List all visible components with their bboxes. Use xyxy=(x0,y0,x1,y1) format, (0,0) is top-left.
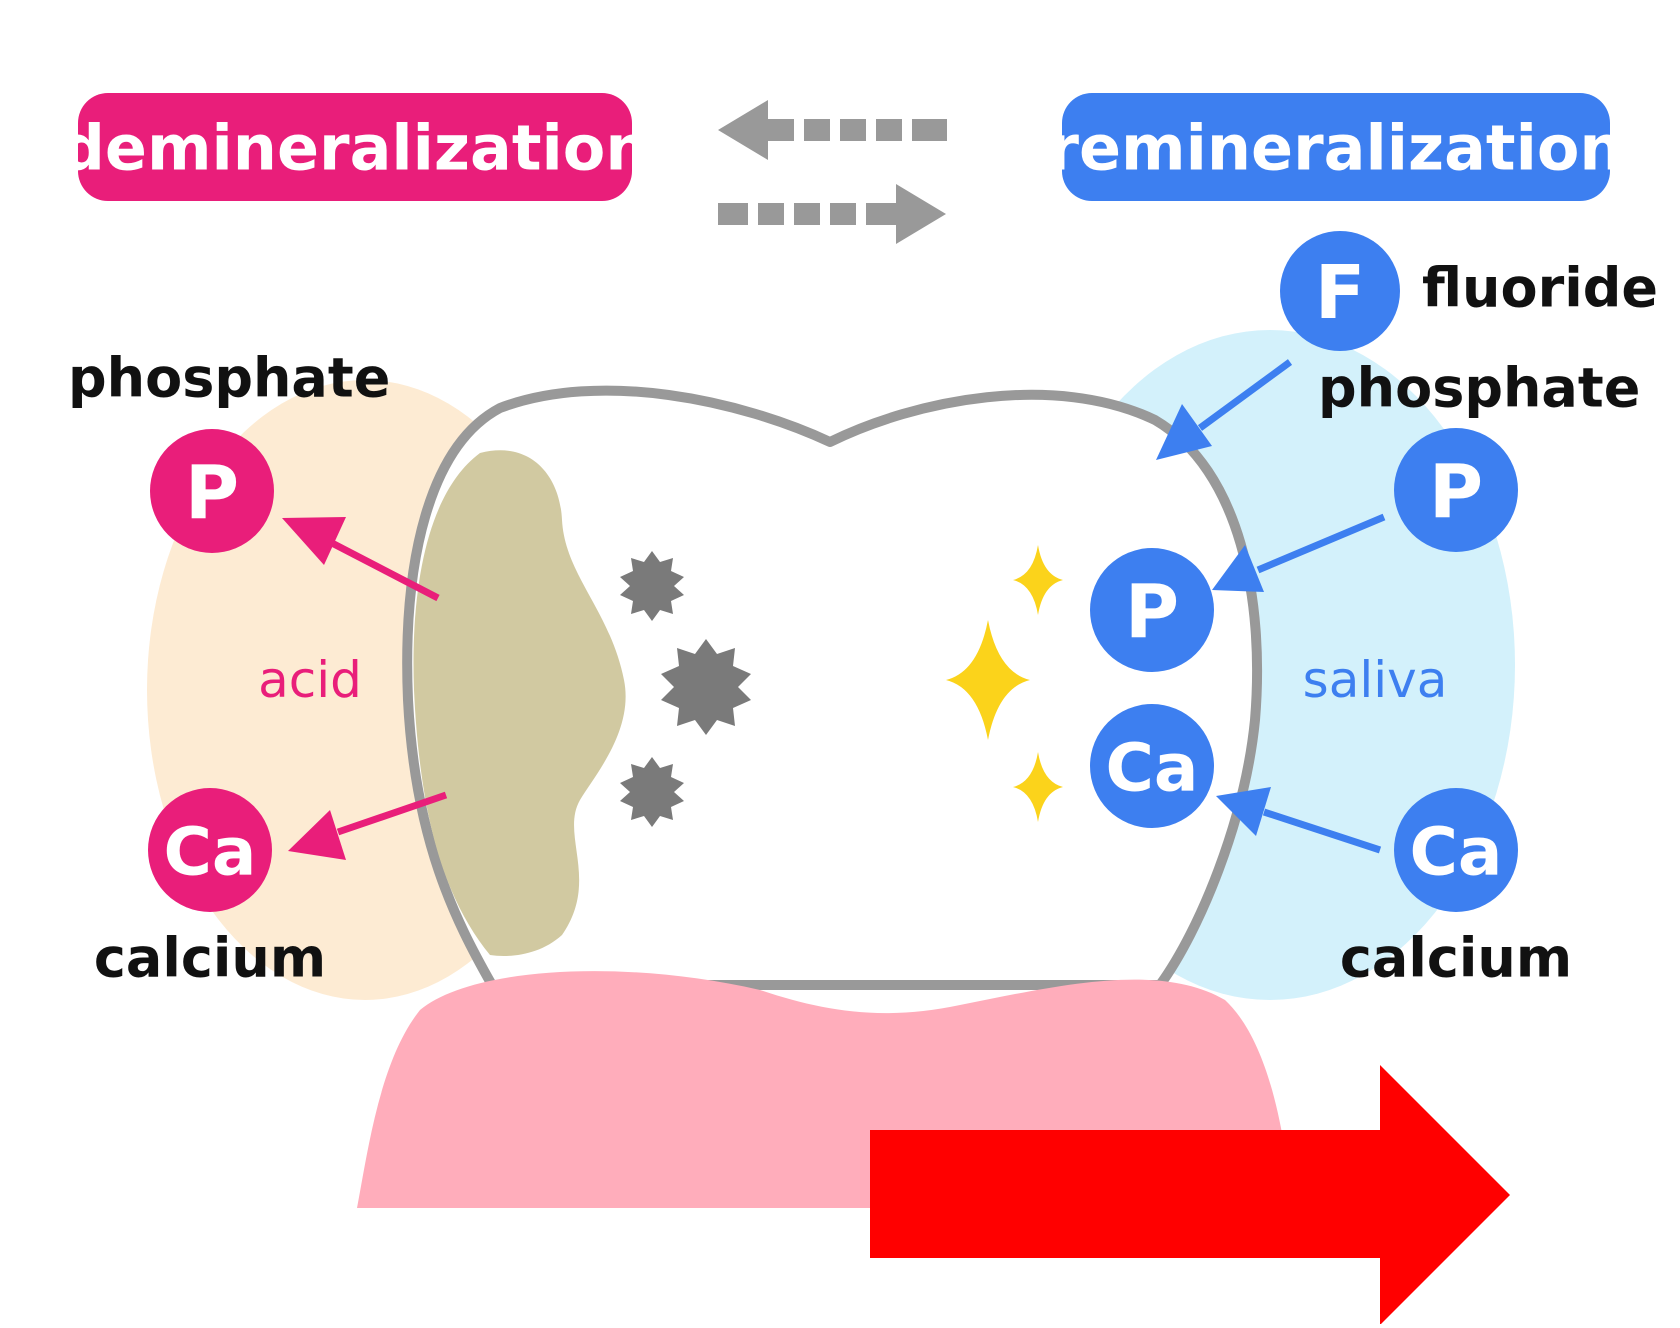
acid-label: acid xyxy=(258,651,362,709)
left-calcium-arrow xyxy=(288,791,448,860)
remineralization-label: remineralization xyxy=(1048,112,1623,185)
inner-phosphate-symbol: P xyxy=(1125,569,1179,655)
block-arrow-icon xyxy=(870,1065,1510,1325)
burst-icon-middle xyxy=(661,639,751,735)
left-calcium-ion xyxy=(148,788,272,912)
right-phosphate-symbol: P xyxy=(1429,449,1483,535)
demineralization-badge xyxy=(78,93,632,201)
inner-calcium-ion xyxy=(1090,704,1214,828)
fluoride-label: fluoride xyxy=(1422,257,1658,320)
left-calcium-label: calcium xyxy=(94,927,326,990)
tooth-crown xyxy=(402,385,1263,990)
burst-icon-top xyxy=(620,551,684,621)
inner-phosphate-ion xyxy=(1090,548,1214,672)
left-phosphate-symbol: P xyxy=(185,450,239,536)
dashed-arrow-right-icon xyxy=(718,184,946,244)
left-calcium-symbol: Ca xyxy=(164,814,257,891)
sparkle-icon-top xyxy=(1013,545,1063,615)
left-phosphate-ion xyxy=(150,429,274,553)
decay-area xyxy=(413,450,626,956)
right-phosphate-label: phosphate xyxy=(1318,357,1640,420)
right-calcium-arrow xyxy=(1216,787,1382,854)
right-calcium-ion xyxy=(1394,788,1518,912)
sparkle-icon-middle xyxy=(946,620,1030,740)
right-phosphate-arrow xyxy=(1212,513,1386,592)
right-calcium-symbol: Ca xyxy=(1410,814,1503,891)
fluoride-ion xyxy=(1280,231,1400,351)
fluoride-symbol: F xyxy=(1315,250,1366,336)
dashed-arrow-left-icon xyxy=(718,100,947,160)
remineralization-badge xyxy=(1062,93,1610,201)
demineralization-label: demineralization xyxy=(61,112,650,185)
saliva-label: saliva xyxy=(1303,651,1448,709)
left-phosphate-label: phosphate xyxy=(68,347,390,410)
left-phosphate-arrow xyxy=(282,517,440,602)
burst-icon-bottom xyxy=(620,757,684,827)
fluoride-arrow xyxy=(1156,359,1293,460)
right-phosphate-ion xyxy=(1394,428,1518,552)
right-calcium-label: calcium xyxy=(1340,927,1572,990)
inner-calcium-symbol: Ca xyxy=(1106,730,1199,807)
sparkle-icon-bottom xyxy=(1013,752,1063,822)
